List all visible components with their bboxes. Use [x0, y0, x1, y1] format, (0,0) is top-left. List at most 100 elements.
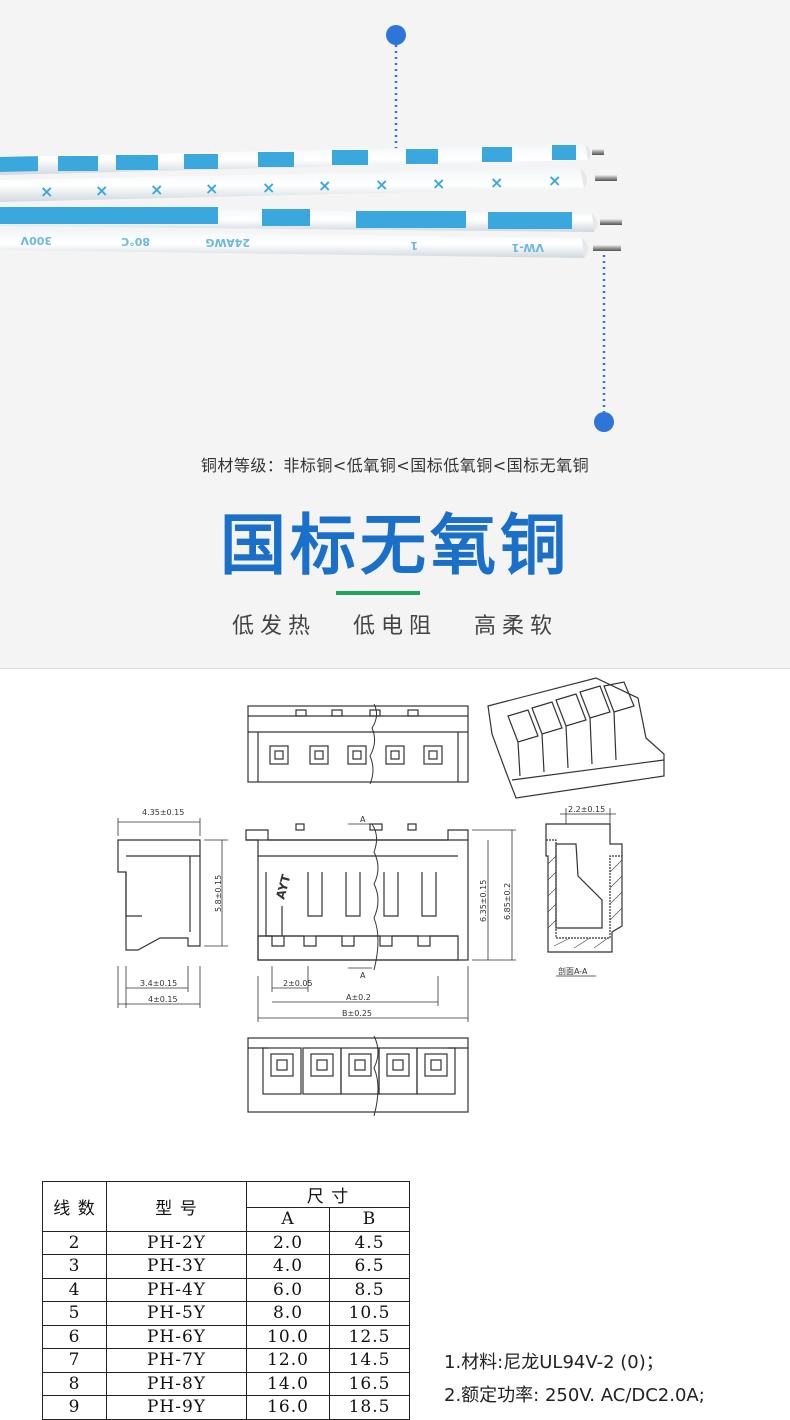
svg-text:×: × — [375, 175, 388, 194]
cell-a: 16.0 — [246, 1395, 330, 1420]
cell-b: 18.5 — [329, 1395, 410, 1420]
section-hatch — [547, 855, 623, 949]
cell-a: 4.0 — [246, 1254, 330, 1279]
dim-5-8: 5.8±0.15 — [214, 875, 223, 912]
dim-pitch: 2±0.05 — [283, 979, 313, 988]
cell-lines: 7 — [42, 1348, 107, 1373]
cell-lines: 5 — [42, 1301, 107, 1326]
wire-3 — [0, 207, 622, 232]
cell-lines: 9 — [42, 1395, 107, 1420]
spec-notes: 1.材料:尼龙UL94V-2 (0)； 2.额定功率: 250V. AC/DC2… — [444, 1348, 705, 1414]
cell-b: 10.5 — [329, 1301, 410, 1326]
header-lines: 线 数 — [42, 1181, 107, 1232]
brand-mark: AYT — [273, 872, 293, 901]
dim-a: A±0.2 — [346, 993, 371, 1002]
page-title: 国标无氧铜 — [220, 506, 570, 584]
cell-model: PH-3Y — [106, 1254, 247, 1279]
wire-print-awg: 24AWG — [206, 236, 251, 249]
side-view — [117, 818, 228, 1008]
svg-text:×: × — [262, 178, 275, 197]
svg-text:×: × — [548, 171, 561, 190]
front-view — [245, 823, 516, 1022]
header-model: 型 号 — [106, 1181, 247, 1232]
cell-lines: 4 — [42, 1277, 107, 1302]
cell-a: 10.0 — [246, 1324, 330, 1349]
cell-b: 12.5 — [329, 1324, 410, 1349]
wire-4: 300V 80°C 24AWG 1 VW-1 — [0, 230, 621, 258]
cell-model: PH-5Y — [106, 1301, 247, 1326]
note-material: 1.材料:尼龙UL94V-2 (0)； — [444, 1352, 664, 1373]
cell-model: PH-8Y — [106, 1371, 247, 1396]
cell-a: 14.0 — [246, 1371, 330, 1396]
callout-dot-top — [386, 25, 406, 45]
top-view — [247, 703, 469, 785]
cell-a: 6.0 — [246, 1277, 330, 1302]
callout-dot-bottom — [594, 412, 614, 432]
svg-text:×: × — [150, 180, 163, 199]
cell-a: 12.0 — [246, 1348, 330, 1373]
dim-b: B±0.25 — [342, 1009, 372, 1018]
wire-print-voltage: 300V — [20, 234, 52, 247]
dim-4: 4±0.15 — [148, 995, 178, 1004]
cell-b: 6.5 — [329, 1254, 410, 1279]
bottom-view — [247, 1035, 469, 1117]
cable-illustration: × × × × × × × × × × 300V 80°C — [0, 25, 622, 432]
cell-lines: 6 — [42, 1324, 107, 1349]
isometric-view — [487, 677, 665, 799]
section-separator — [0, 668, 790, 669]
section-view — [545, 808, 623, 977]
wire-print-rating: VW-1 — [512, 241, 544, 254]
svg-text:×: × — [432, 174, 445, 193]
header-b: B — [329, 1207, 410, 1232]
title-divider — [336, 591, 420, 595]
header-size: 尺 寸 — [246, 1181, 410, 1208]
section-mark-bottom: A — [360, 971, 366, 980]
dim-4-35: 4.35±0.15 — [142, 808, 184, 817]
cell-model: PH-2Y — [106, 1230, 247, 1255]
copper-grade-line: 铜材等级：非标铜<低氧铜<国标低氧铜<国标无氧铜 — [200, 456, 590, 475]
cell-b: 16.5 — [329, 1371, 410, 1396]
feature-low-heat: 低发热 — [231, 614, 316, 639]
cell-model: PH-7Y — [106, 1348, 247, 1373]
feature-low-resistance: 低电阻 — [352, 614, 437, 639]
section-mark-top: A — [360, 815, 366, 824]
note-power: 2.额定功率: 250V. AC/DC2.0A; — [444, 1385, 705, 1406]
wire-print-temp: 80°C — [121, 235, 150, 248]
connector-drawing: 4.35±0.15 5.8±0.15 3.4±0.15 4±0.15 2±0.0… — [117, 677, 665, 1117]
cell-b: 8.5 — [329, 1277, 410, 1302]
cell-model: PH-4Y — [106, 1277, 247, 1302]
cell-lines: 2 — [42, 1230, 107, 1255]
cell-a: 8.0 — [246, 1301, 330, 1326]
cell-lines: 3 — [42, 1254, 107, 1279]
section-title: 剖面A-A — [558, 966, 588, 976]
dim-6-35: 6.35±0.15 — [479, 880, 488, 922]
svg-text:×: × — [95, 181, 108, 200]
feature-high-flex: 高柔软 — [474, 614, 559, 639]
hero-section: × × × × × × × × × × 300V 80°C — [0, 0, 790, 668]
svg-text:×: × — [490, 173, 503, 192]
svg-text:×: × — [205, 179, 218, 198]
cell-model: PH-9Y — [106, 1395, 247, 1420]
wire-1 — [0, 144, 604, 175]
dim-3-4: 3.4±0.15 — [140, 979, 177, 988]
cell-b: 4.5 — [329, 1230, 410, 1255]
cell-b: 14.5 — [329, 1348, 410, 1373]
wire-2: × × × × × × × × × × — [0, 168, 617, 202]
header-a: A — [246, 1207, 330, 1232]
wire-print-count: 1 — [410, 239, 418, 252]
svg-text:×: × — [40, 182, 53, 201]
cell-model: PH-6Y — [106, 1324, 247, 1349]
feature-list: 低发热 低电阻 高柔软 — [0, 608, 790, 640]
cell-lines: 8 — [42, 1371, 107, 1396]
svg-text:×: × — [318, 176, 331, 195]
dim-2-2: 2.2±0.15 — [568, 805, 605, 814]
